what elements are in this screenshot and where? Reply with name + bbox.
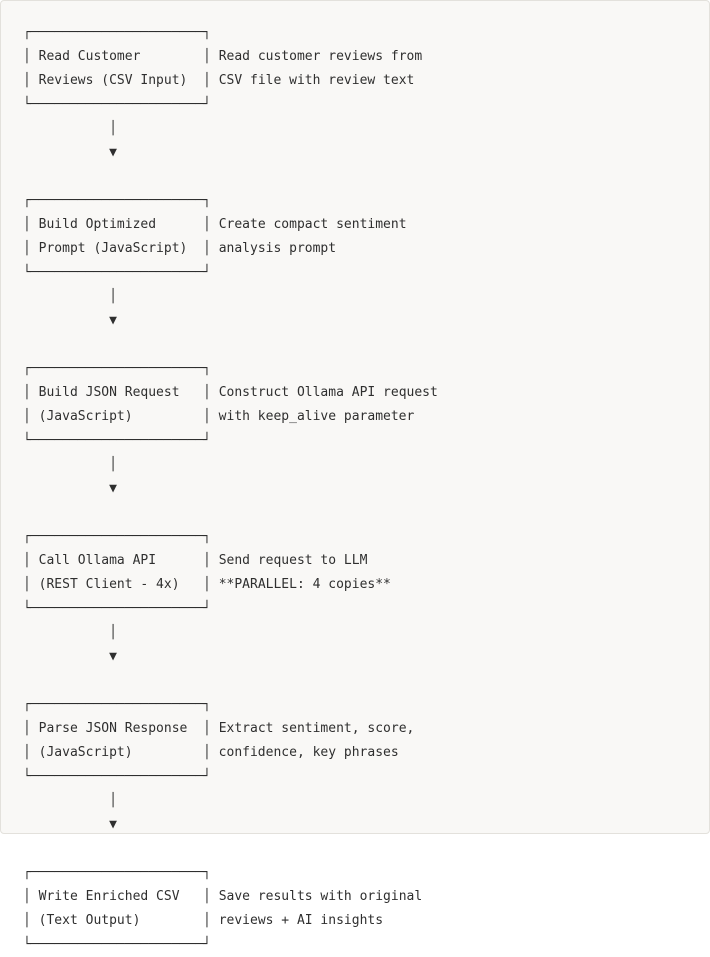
box-line: │ Parse JSON Response │ Extract sentimen… [23, 721, 415, 736]
step-2-title: Build Optimized [38, 217, 157, 232]
step-3-description-2: with keep_alive parameter [218, 409, 415, 424]
box-line: │ Build JSON Request │ Construct Ollama … [23, 385, 438, 400]
spacer [23, 837, 438, 861]
box-bottom-border: └──────────────────────┘ [23, 601, 211, 616]
step-3-title: Build JSON Request [38, 385, 180, 400]
box-line: │ Read Customer │ Read customer reviews … [23, 49, 423, 64]
box-top-border: ┌──────────────────────┐ [23, 697, 211, 712]
step-3-description: Construct Ollama API request [218, 385, 438, 400]
workflow-diagram: ┌──────────────────────┐ │ Read Customer … [23, 21, 438, 957]
connector-arrow: ▼ [23, 817, 117, 832]
step-6-description-2: reviews + AI insights [218, 913, 384, 928]
connector-arrow: ▼ [23, 145, 117, 160]
spacer [23, 333, 438, 357]
box-bottom-border: └──────────────────────┘ [23, 97, 211, 112]
step-2-description: Create compact sentiment [218, 217, 407, 232]
step-6-title: Write Enriched CSV [38, 889, 180, 904]
step-3-subtitle: (JavaScript) [38, 409, 133, 424]
box-bottom-border: └──────────────────────┘ [23, 433, 211, 448]
connector-arrow: ▼ [23, 313, 117, 328]
step-5-description: Extract sentiment, score, [218, 721, 415, 736]
connector-arrow: ▼ [23, 481, 117, 496]
step-1-description-2: CSV file with review text [218, 73, 415, 88]
step-4-subtitle: (REST Client - 4x) [38, 577, 180, 592]
step-5-description-2: confidence, key phrases [218, 745, 399, 760]
step-4-description-2: **PARALLEL: 4 copies** [218, 577, 391, 592]
box-line: │ (JavaScript) │ confidence, key phrases [23, 745, 399, 760]
spacer [23, 669, 438, 693]
connector-line: │ [23, 289, 117, 304]
box-bottom-border: └──────────────────────┘ [23, 769, 211, 784]
box-bottom-border: └──────────────────────┘ [23, 937, 211, 952]
step-6-description: Save results with original [218, 889, 423, 904]
connector-line: │ [23, 457, 117, 472]
step-2-subtitle: Prompt (JavaScript) [38, 241, 188, 256]
box-line: │ (JavaScript) │ with keep_alive paramet… [23, 409, 415, 424]
spacer [23, 165, 438, 189]
box-top-border: ┌──────────────────────┐ [23, 193, 211, 208]
box-line: │ (REST Client - 4x) │ **PARALLEL: 4 cop… [23, 577, 391, 592]
connector-line: │ [23, 793, 117, 808]
box-line: │ Prompt (JavaScript) │ analysis prompt [23, 241, 337, 256]
step-1-subtitle: Reviews (CSV Input) [38, 73, 188, 88]
spacer [23, 501, 438, 525]
step-4-title: Call Ollama API [38, 553, 157, 568]
step-6-subtitle: (Text Output) [38, 913, 141, 928]
box-top-border: ┌──────────────────────┐ [23, 865, 211, 880]
step-1-description: Read customer reviews from [218, 49, 423, 64]
box-top-border: ┌──────────────────────┐ [23, 361, 211, 376]
box-top-border: ┌──────────────────────┐ [23, 529, 211, 544]
step-4-description: Send request to LLM [218, 553, 368, 568]
box-bottom-border: └──────────────────────┘ [23, 265, 211, 280]
box-line: │ Write Enriched CSV │ Save results with… [23, 889, 423, 904]
step-1-title: Read Customer [38, 49, 141, 64]
step-5-title: Parse JSON Response [38, 721, 188, 736]
step-5-subtitle: (JavaScript) [38, 745, 133, 760]
box-line: │ Reviews (CSV Input) │ CSV file with re… [23, 73, 415, 88]
connector-line: │ [23, 121, 117, 136]
box-line: │ (Text Output) │ reviews + AI insights [23, 913, 384, 928]
connector-arrow: ▼ [23, 649, 117, 664]
box-top-border: ┌──────────────────────┐ [23, 25, 211, 40]
step-2-description-2: analysis prompt [218, 241, 337, 256]
connector-line: │ [23, 625, 117, 640]
box-line: │ Call Ollama API │ Send request to LLM [23, 553, 368, 568]
box-line: │ Build Optimized │ Create compact senti… [23, 217, 407, 232]
